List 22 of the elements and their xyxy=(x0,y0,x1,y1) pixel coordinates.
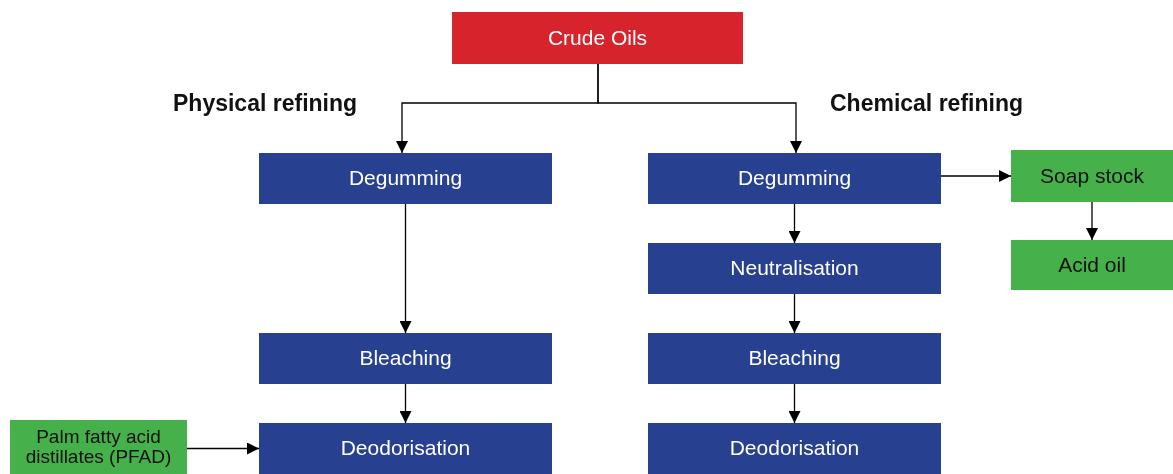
process-box: Degumming xyxy=(648,153,941,204)
arrow xyxy=(788,383,801,424)
arrow xyxy=(399,203,412,334)
product-box: Soap stock xyxy=(1011,150,1173,202)
source-box: Crude Oils xyxy=(452,12,743,64)
process-box: Bleaching xyxy=(259,333,552,384)
branch-heading: Chemical refining xyxy=(830,90,1023,117)
process-box: Degumming xyxy=(259,153,552,204)
product-box: Acid oil xyxy=(1011,240,1173,290)
arrow xyxy=(788,203,801,244)
arrow xyxy=(399,383,412,424)
arrow xyxy=(597,63,802,154)
process-box: Deodorisation xyxy=(259,423,552,474)
arrow xyxy=(940,170,1012,182)
product-box: Palm fatty acid distillates (PFAD) xyxy=(10,420,187,474)
arrow xyxy=(186,442,260,455)
process-box: Bleaching xyxy=(648,333,941,384)
arrow xyxy=(1086,201,1098,241)
branch-heading: Physical refining xyxy=(173,90,358,117)
arrow xyxy=(788,293,801,334)
process-box: Neutralisation xyxy=(648,243,941,294)
process-box: Deodorisation xyxy=(648,423,941,474)
